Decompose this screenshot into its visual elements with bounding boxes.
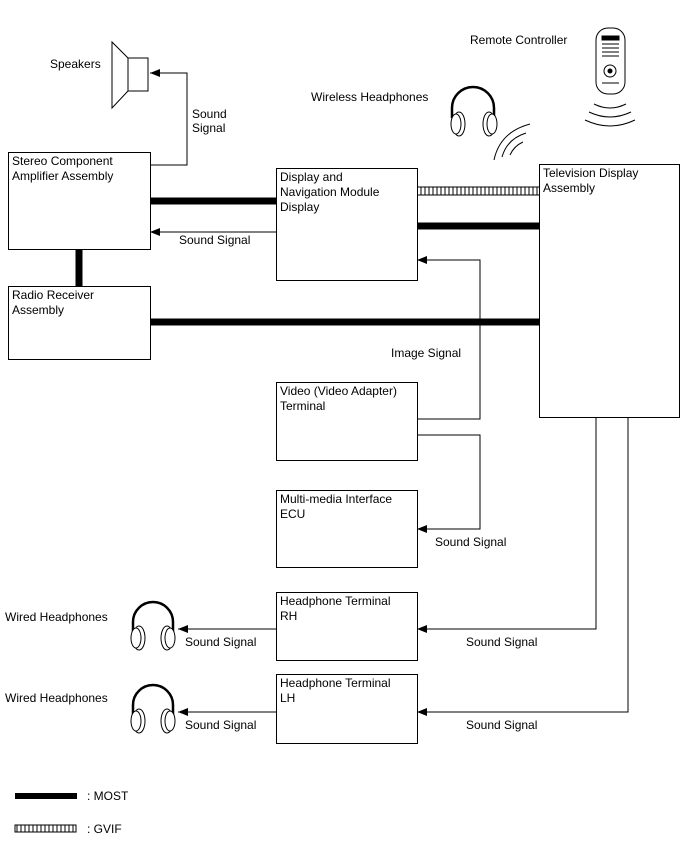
stereo-amp-box: Stereo Component Amplifier Assembly — [8, 152, 151, 250]
headphones-icon — [130, 683, 176, 734]
ecu-sound-line — [417, 434, 481, 533]
image-signal-line — [417, 256, 481, 420]
rh-in-sound-signal-label: Sound Signal — [466, 635, 538, 649]
display-nav-box: Display and Navigation Module Display — [276, 168, 418, 281]
video-terminal-box: Video (Video Adapter) Terminal — [276, 382, 418, 461]
remote-control-icon — [584, 27, 636, 127]
headphone-lh-box: Headphone Terminal LH — [276, 674, 418, 744]
legend-gvif-swatch — [14, 824, 77, 833]
lh-out-sound-signal-label: Sound Signal — [185, 718, 257, 732]
wireless-waves-icon — [493, 123, 531, 161]
image-signal-label: Image Signal — [391, 346, 462, 360]
headphones-icon — [450, 85, 498, 137]
legend-most-label: : MOST — [87, 789, 129, 803]
tv-display-box: Television Display Assembly — [539, 164, 680, 418]
multimedia-ecu-box: Multi-media Interface ECU — [276, 490, 418, 568]
speakers-label: Speakers — [50, 57, 101, 71]
wireless-headphones-label: Wireless Headphones — [311, 90, 429, 104]
wired-headphones-label: Wired Headphones — [5, 610, 108, 624]
rh-out-sound-signal-label: Sound Signal — [185, 635, 257, 649]
headphone-rh-box: Headphone Terminal RH — [276, 592, 418, 661]
lh-in-sound-signal-label: Sound Signal — [466, 718, 538, 732]
speaker-sound-signal-label: Sound Signal — [192, 107, 227, 135]
radio-receiver-box: Radio Receiver Assembly — [8, 286, 151, 360]
gvif-display-tv — [416, 186, 541, 196]
headphones-icon — [130, 600, 176, 651]
speaker-signal-line — [150, 69, 188, 166]
legend-gvif-label: : GVIF — [87, 822, 122, 836]
ecu-sound-signal-label: Sound Signal — [435, 535, 507, 549]
remote-controller-label: Remote Controller — [470, 33, 568, 47]
rh-in-sound-line — [417, 417, 597, 633]
wired-headphones-label: Wired Headphones — [5, 691, 108, 705]
amp-sound-signal-label: Sound Signal — [179, 233, 251, 247]
speaker-icon — [111, 40, 149, 110]
lh-in-sound-line — [417, 417, 629, 716]
